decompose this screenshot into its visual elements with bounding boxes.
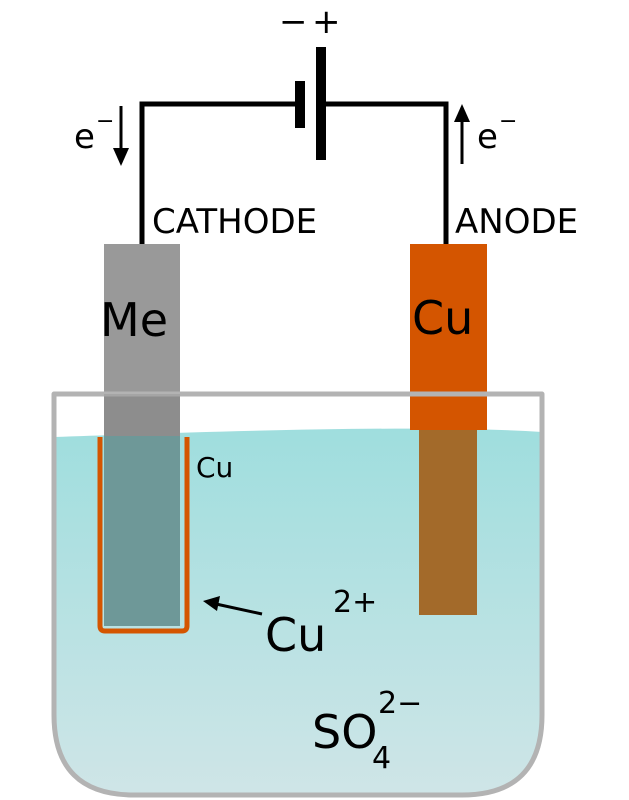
coating-label: Cu <box>196 451 233 484</box>
electron-label-left: e <box>74 117 95 157</box>
beaker-rim-shadow-left <box>104 394 180 436</box>
sulfate-ion-charge: 2− <box>378 686 422 721</box>
wire-left <box>139 101 300 244</box>
electron-charge-right: − <box>499 109 517 134</box>
copper-ion-charge: 2+ <box>333 585 377 620</box>
arrow-down-icon <box>113 106 129 166</box>
wire-right <box>323 101 449 244</box>
cathode-metal-label: Me <box>100 293 168 347</box>
battery-minus-sign: − <box>279 2 308 42</box>
beaker <box>51 391 545 798</box>
anode-metal-label: Cu <box>412 291 473 345</box>
cathode-label: CATHODE <box>152 202 317 242</box>
anode-electrode <box>410 244 487 430</box>
electron-label-right: e <box>477 117 498 157</box>
anode-label: ANODE <box>455 202 578 242</box>
arrow-left-icon <box>203 596 263 616</box>
copper-coating <box>97 437 190 634</box>
arrow-up-icon <box>454 104 470 164</box>
battery-plus-sign: + <box>312 2 341 42</box>
electron-charge-left: − <box>96 109 114 134</box>
anode-electrode-submerged <box>419 430 477 615</box>
copper-ion-label: Cu <box>265 608 326 662</box>
sulfate-ion-subscript: 4 <box>372 741 391 776</box>
sulfate-ion-label: SO <box>312 705 377 759</box>
cathode-electrode-submerged <box>104 436 180 626</box>
cathode-electrode <box>104 244 180 436</box>
battery-icon <box>295 47 326 160</box>
